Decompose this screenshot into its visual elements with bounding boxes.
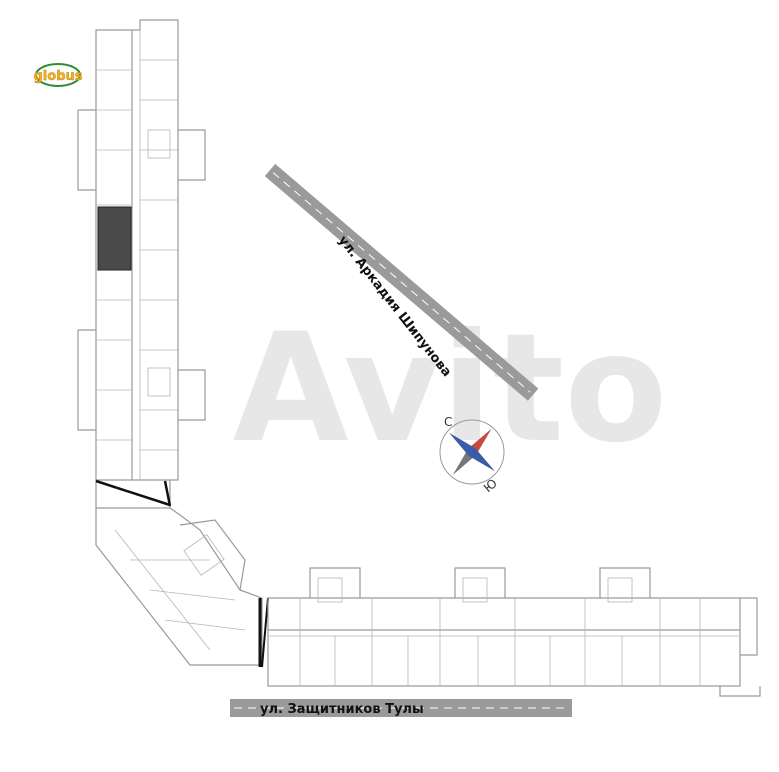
highlighted-apartment[interactable] <box>97 206 132 271</box>
street-label-bottom: ул. Защитников Тулы <box>260 702 424 717</box>
connector-passage <box>95 479 172 509</box>
corner-outline <box>95 507 263 666</box>
compass-needle-ew <box>449 432 495 472</box>
road-arkadiya-shipunova <box>264 163 539 401</box>
entrance-2 <box>454 567 506 598</box>
compass-south-letter: Ю <box>481 476 500 495</box>
passage-marker <box>95 479 171 507</box>
logo-ring <box>35 63 81 87</box>
road-bottom-strip <box>230 699 572 717</box>
left-balcony-lower <box>77 329 96 431</box>
entrance-1 <box>309 567 361 598</box>
compass-north-letter: С <box>444 415 452 429</box>
end-porch <box>719 686 761 697</box>
entrance-3 <box>599 567 651 598</box>
passage-outline <box>95 480 171 509</box>
connector-passage-2 <box>258 597 269 668</box>
building-horizontal-wing <box>267 567 761 697</box>
right-balcony-upper <box>178 129 206 181</box>
right-balcony-lower <box>178 369 206 421</box>
horizontal-wing-outline <box>267 597 741 687</box>
compass-ring <box>439 419 505 485</box>
building-corner-section <box>95 507 263 666</box>
end-balcony <box>740 597 758 656</box>
road-zashchitnikov-tuly <box>230 699 572 717</box>
logo-text: globus <box>34 69 83 84</box>
building-vertical-wing <box>77 19 206 481</box>
left-balcony-upper <box>77 109 96 191</box>
globus-logo: globus <box>33 63 83 87</box>
